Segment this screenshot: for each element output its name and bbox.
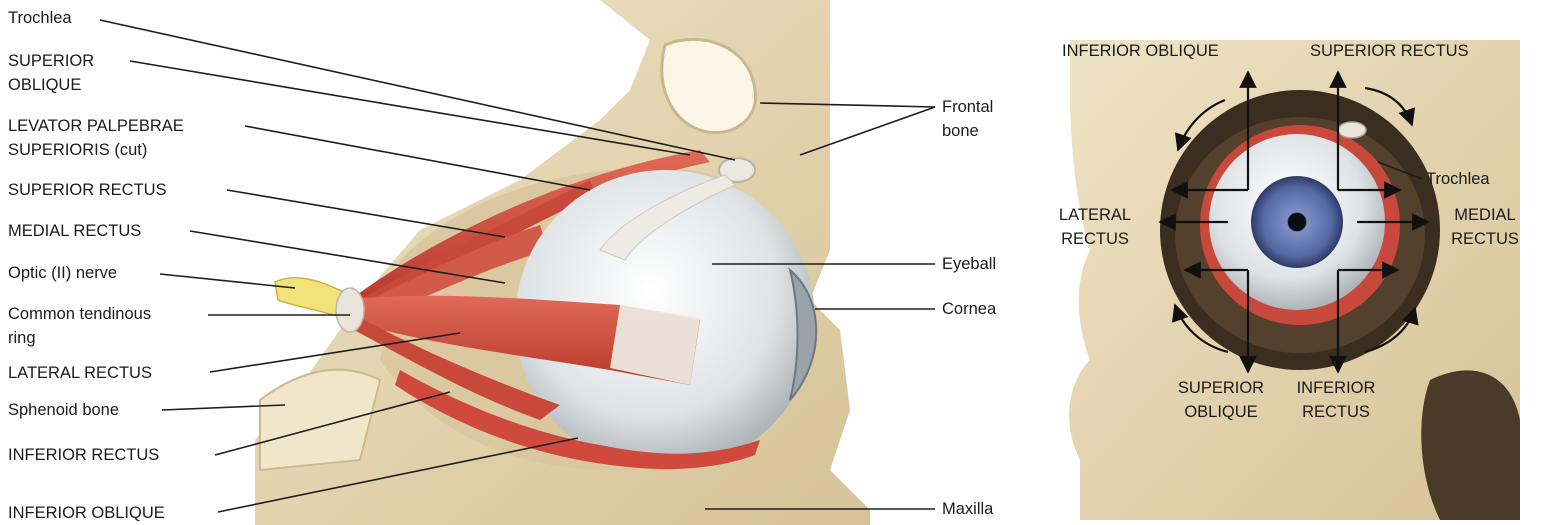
label-common-ring-line2: ring [8, 328, 36, 348]
leader-trochlea [100, 20, 735, 160]
label-front-inferior-rectus-line2: RECTUS [1286, 402, 1386, 422]
leader-inferior-rectus [215, 392, 450, 455]
label-frontal-line2: bone [942, 121, 979, 141]
label-levator-line1: LEVATOR PALPEBRAE [8, 116, 184, 136]
label-sphenoid-bone: Sphenoid bone [8, 400, 119, 420]
label-superior-oblique-line2: OBLIQUE [8, 75, 81, 95]
leader-inferior-oblique [218, 438, 578, 512]
arrow-rot-bottom-left [1175, 305, 1228, 352]
label-common-ring-line1: Common tendinous [8, 304, 151, 324]
label-levator-line2: SUPERIORIS (cut) [8, 140, 147, 160]
label-superior-rectus: SUPERIOR RECTUS [8, 180, 167, 200]
leader-lateral-rectus [210, 333, 460, 372]
leader-trochlea-front [1378, 162, 1422, 179]
label-front-superior-oblique-line1: SUPERIOR [1162, 378, 1280, 398]
label-eyeball: Eyeball [942, 254, 996, 274]
label-optic-nerve: Optic (II) nerve [8, 263, 117, 283]
label-inferior-rectus: INFERIOR RECTUS [8, 445, 159, 465]
label-cornea: Cornea [942, 299, 996, 319]
label-front-inferior-rectus-line1: INFERIOR [1286, 378, 1386, 398]
leader-superior-rectus [227, 190, 505, 237]
leader-medial-rectus [190, 231, 505, 283]
leader-optic-nerve [160, 274, 295, 288]
movement-arrows [1160, 72, 1428, 372]
label-front-superior-oblique-line2: OBLIQUE [1162, 402, 1280, 422]
leader-frontal-2 [800, 107, 935, 155]
label-front-medial-line1: MEDIAL [1436, 205, 1534, 225]
leader-superior-oblique [130, 61, 690, 155]
label-maxilla: Maxilla [942, 499, 993, 519]
leader-sphenoid [162, 405, 285, 410]
label-lateral-rectus: LATERAL RECTUS [8, 363, 152, 383]
leader-levator [245, 126, 590, 190]
label-front-inferior-oblique: INFERIOR OBLIQUE [1062, 41, 1219, 61]
label-front-medial-line2: RECTUS [1436, 229, 1534, 249]
label-frontal-line1: Frontal [942, 97, 993, 117]
label-medial-rectus: MEDIAL RECTUS [8, 221, 141, 241]
label-front-lateral-line2: RECTUS [1046, 229, 1144, 249]
leader-frontal-1 [760, 103, 935, 107]
arrow-rot-bottom-right [1365, 308, 1415, 352]
label-front-trochlea: Trochlea [1426, 169, 1490, 189]
label-trochlea: Trochlea [8, 8, 72, 28]
label-superior-oblique-line1: SUPERIOR [8, 51, 94, 71]
label-front-lateral-line1: LATERAL [1046, 205, 1144, 225]
label-front-superior-rectus: SUPERIOR RECTUS [1310, 41, 1469, 61]
label-inferior-oblique: INFERIOR OBLIQUE [8, 503, 165, 523]
arrow-rot-top-left [1178, 100, 1225, 150]
arrow-rot-top-right [1365, 88, 1412, 125]
